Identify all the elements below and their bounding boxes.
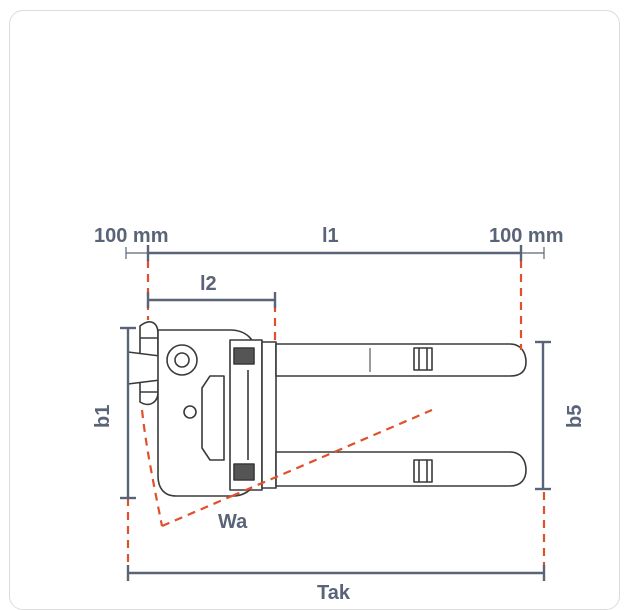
diagram-card (9, 10, 620, 610)
fork-mount (261, 341, 277, 489)
upper-load-roller (413, 347, 433, 371)
l2-label: l2 (200, 273, 217, 295)
lower-fork (275, 451, 527, 487)
steering-wheel-hub (166, 344, 198, 376)
b1-label: b1 (92, 405, 114, 428)
b5-label: b5 (564, 405, 586, 428)
dashed-guides (126, 260, 546, 566)
right-offset-label: 100 mm (489, 225, 564, 247)
battery-cover (201, 375, 225, 461)
upper-fork (275, 343, 527, 377)
wa-label: Wa (218, 511, 248, 533)
lower-load-roller (413, 459, 433, 483)
dimension-lines (120, 245, 551, 581)
left-offset-label: 100 mm (94, 225, 169, 247)
turning-radius-line (161, 494, 233, 528)
emergency-button (183, 405, 197, 419)
tak-label: Tak (317, 582, 351, 604)
truck-top-view (127, 321, 527, 497)
dimension-labels: 100 mm l1 100 mm l2 b1 b5 Wa Tak (92, 225, 586, 604)
tiller-grip (127, 351, 161, 385)
l1-label: l1 (322, 225, 339, 247)
turning-radius-arc (140, 409, 164, 527)
